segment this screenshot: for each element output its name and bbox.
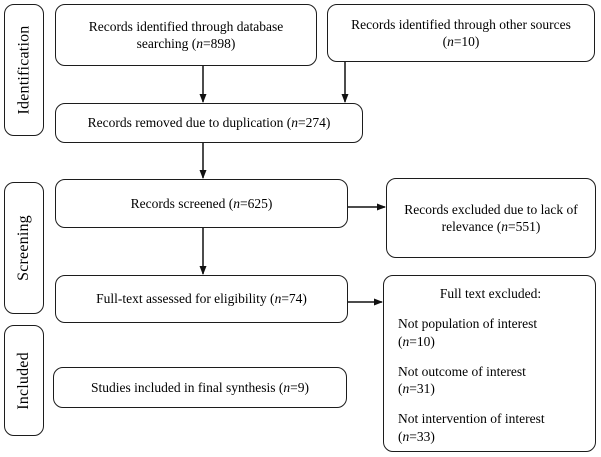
box-records-excluded-relevance-text: Records excluded due to lack of relevanc… bbox=[404, 201, 578, 234]
stage-label-identification-text: Identification bbox=[15, 25, 32, 115]
stage-label-included: Included bbox=[4, 325, 44, 436]
box-studies-included: Studies included in final synthesis (n=9… bbox=[53, 367, 347, 408]
fulltext-excluded-item-outcome: Not outcome of interest (n=31) bbox=[398, 363, 526, 397]
fulltext-excluded-title: Full text excluded: bbox=[439, 286, 542, 301]
box-studies-included-text: Studies included in final synthesis (n=9… bbox=[91, 379, 309, 395]
box-records-other-sources: Records identified through other sources… bbox=[327, 4, 595, 62]
box-records-database-search-text: Records identified through database sear… bbox=[88, 18, 284, 51]
stage-label-identification: Identification bbox=[4, 4, 44, 136]
box-records-screened-text: Records screened (n=625) bbox=[130, 195, 273, 211]
box-records-excluded-relevance: Records excluded due to lack of relevanc… bbox=[386, 178, 596, 258]
box-fulltext-assessed-text: Full-text assessed for eligibility (n=74… bbox=[96, 291, 307, 307]
stage-label-screening: Screening bbox=[4, 182, 44, 314]
box-records-database-search: Records identified through database sear… bbox=[55, 4, 317, 66]
box-records-removed-duplication-text: Records removed due to duplication (n=27… bbox=[87, 115, 331, 131]
stage-label-screening-text: Screening bbox=[15, 215, 32, 281]
fulltext-excluded-item-population: Not population of interest (n=10) bbox=[398, 316, 538, 349]
box-fulltext-excluded: Full text excluded: Not population of in… bbox=[383, 275, 596, 452]
box-records-screened: Records screened (n=625) bbox=[55, 179, 348, 228]
box-fulltext-assessed: Full-text assessed for eligibility (n=74… bbox=[55, 275, 348, 323]
stage-label-included-text: Included bbox=[15, 351, 33, 410]
box-records-other-sources-text: Records identified through other sources… bbox=[351, 16, 571, 49]
fulltext-excluded-item-intervention: Not intervention of interest (n=33) bbox=[398, 411, 545, 444]
box-records-removed-duplication: Records removed due to duplication (n=27… bbox=[55, 103, 363, 143]
